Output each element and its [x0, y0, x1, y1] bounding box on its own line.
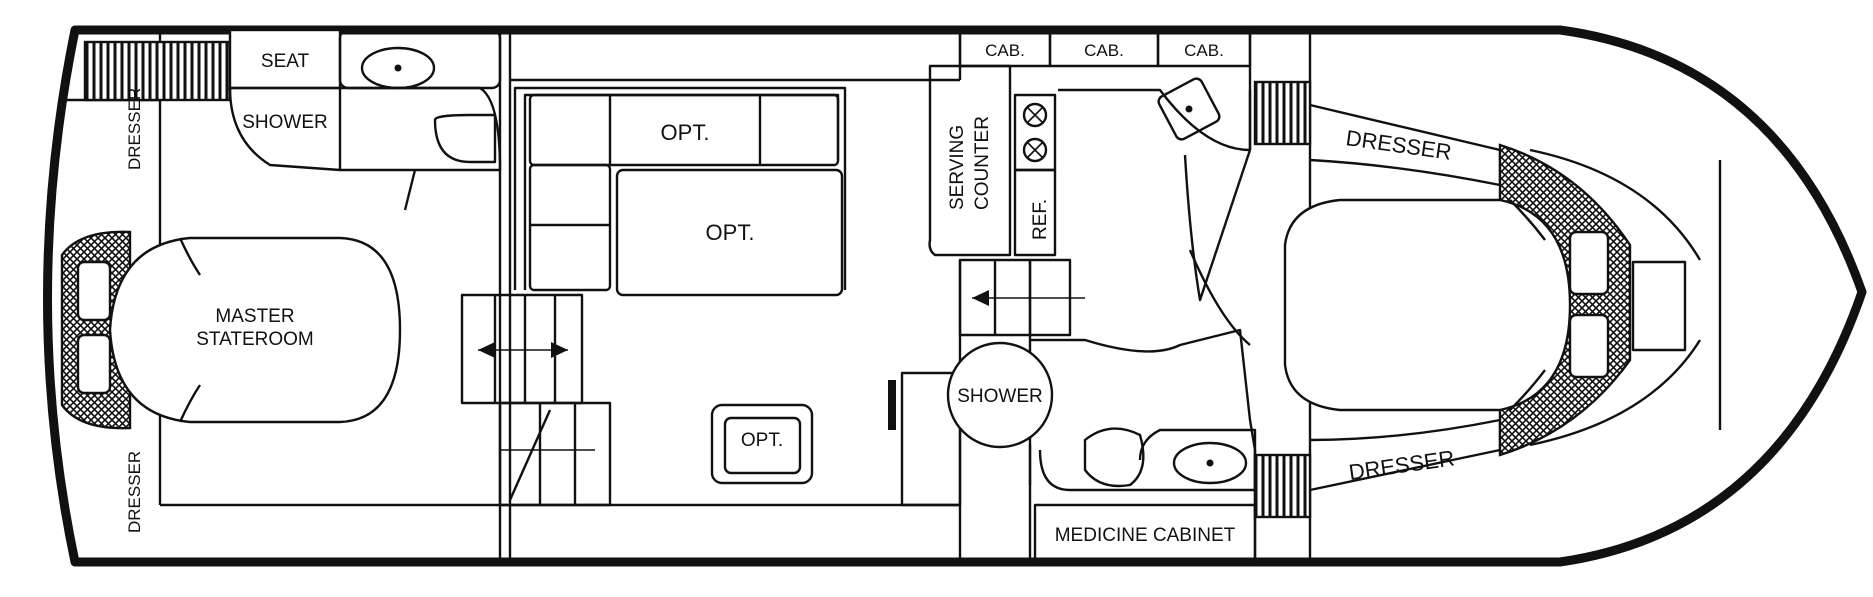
serving-counter: [928, 64, 1012, 257]
seat-label: SEAT: [261, 51, 310, 72]
cab-3-label: CAB.: [1184, 41, 1224, 60]
master-pillows: [76, 260, 112, 395]
lower-aft-steps: [498, 401, 612, 507]
aft-sink-drain: [394, 64, 402, 72]
fwd-cabin-partition-2: [1188, 249, 1251, 346]
master-label-1: MASTER: [215, 306, 294, 327]
fwd-locker-lower: [1253, 453, 1312, 519]
fwd-berth-fold: [1509, 199, 1546, 241]
salon-chair-seat: [723, 416, 802, 475]
opt-table-label: OPT.: [706, 220, 755, 245]
opt-dinette-back-label: OPT.: [661, 120, 710, 145]
medicine-cabinet-label: MEDICINE CABINET: [1055, 525, 1236, 546]
fwd-toilet: [1083, 427, 1145, 488]
fwd-stair-arrowhead: [972, 290, 989, 306]
serving-label-1: SERVING: [947, 125, 968, 210]
dinette-outline: [513, 86, 847, 290]
stove: [1013, 93, 1057, 172]
master-berth-fold: [178, 237, 201, 276]
shower-fwd-label: SHOWER: [957, 386, 1043, 407]
fwd-berth-fold-2: [1509, 369, 1546, 411]
stair-arrow-left: [478, 342, 495, 358]
galley-sink: [1157, 77, 1221, 141]
cab-3: [1156, 28, 1252, 68]
master-berth-fold-2: [178, 384, 201, 423]
refrigerator: [1013, 168, 1057, 257]
cab-1-label: CAB.: [985, 41, 1025, 60]
medicine-cabinet: [1033, 503, 1257, 564]
fwd-sink-drain: [1206, 459, 1214, 467]
step-diagonal: [508, 409, 552, 501]
serving-label-2: COUNTER: [972, 116, 993, 210]
opt-chair-label: OPT.: [741, 430, 783, 451]
dinette-seat-back: [528, 93, 840, 167]
bow-locker-line: [1529, 148, 1702, 261]
salon-chair: [710, 403, 814, 485]
ref-label: REF.: [1030, 199, 1051, 240]
bow-hatch: [1631, 260, 1687, 352]
bow-locker-line-lower: [1529, 339, 1702, 447]
master-berth: [108, 236, 402, 424]
aft-toilet: [433, 113, 497, 164]
aft-shower: [228, 86, 342, 172]
fwd-shower: [946, 341, 1054, 449]
dinette-side-seat: [528, 163, 612, 292]
shower-aft-label: SHOWER: [242, 112, 328, 133]
helm-wheel: [888, 380, 896, 430]
fwd-pillows: [1568, 230, 1610, 379]
fwd-sink: [1172, 441, 1248, 485]
helm-console: [900, 371, 962, 507]
master-label-2: STATEROOM: [196, 329, 314, 350]
fwd-berth: [1283, 198, 1572, 412]
cab-2-label: CAB.: [1084, 41, 1124, 60]
dresser-aft-upper-label: DRESSER: [125, 88, 144, 170]
fwd-head-wall: [1030, 328, 1257, 451]
galley-sink-drain: [1185, 105, 1193, 113]
stair-arrow-right: [551, 342, 568, 358]
aft-locker: [83, 40, 232, 102]
dresser-aft-lower-label: DRESSER: [125, 451, 144, 533]
aft-head-door: [403, 169, 417, 211]
dinette-table: [615, 168, 844, 297]
fwd-locker-upper: [1253, 80, 1312, 146]
fwd-cabin-partition: [1183, 149, 1252, 302]
